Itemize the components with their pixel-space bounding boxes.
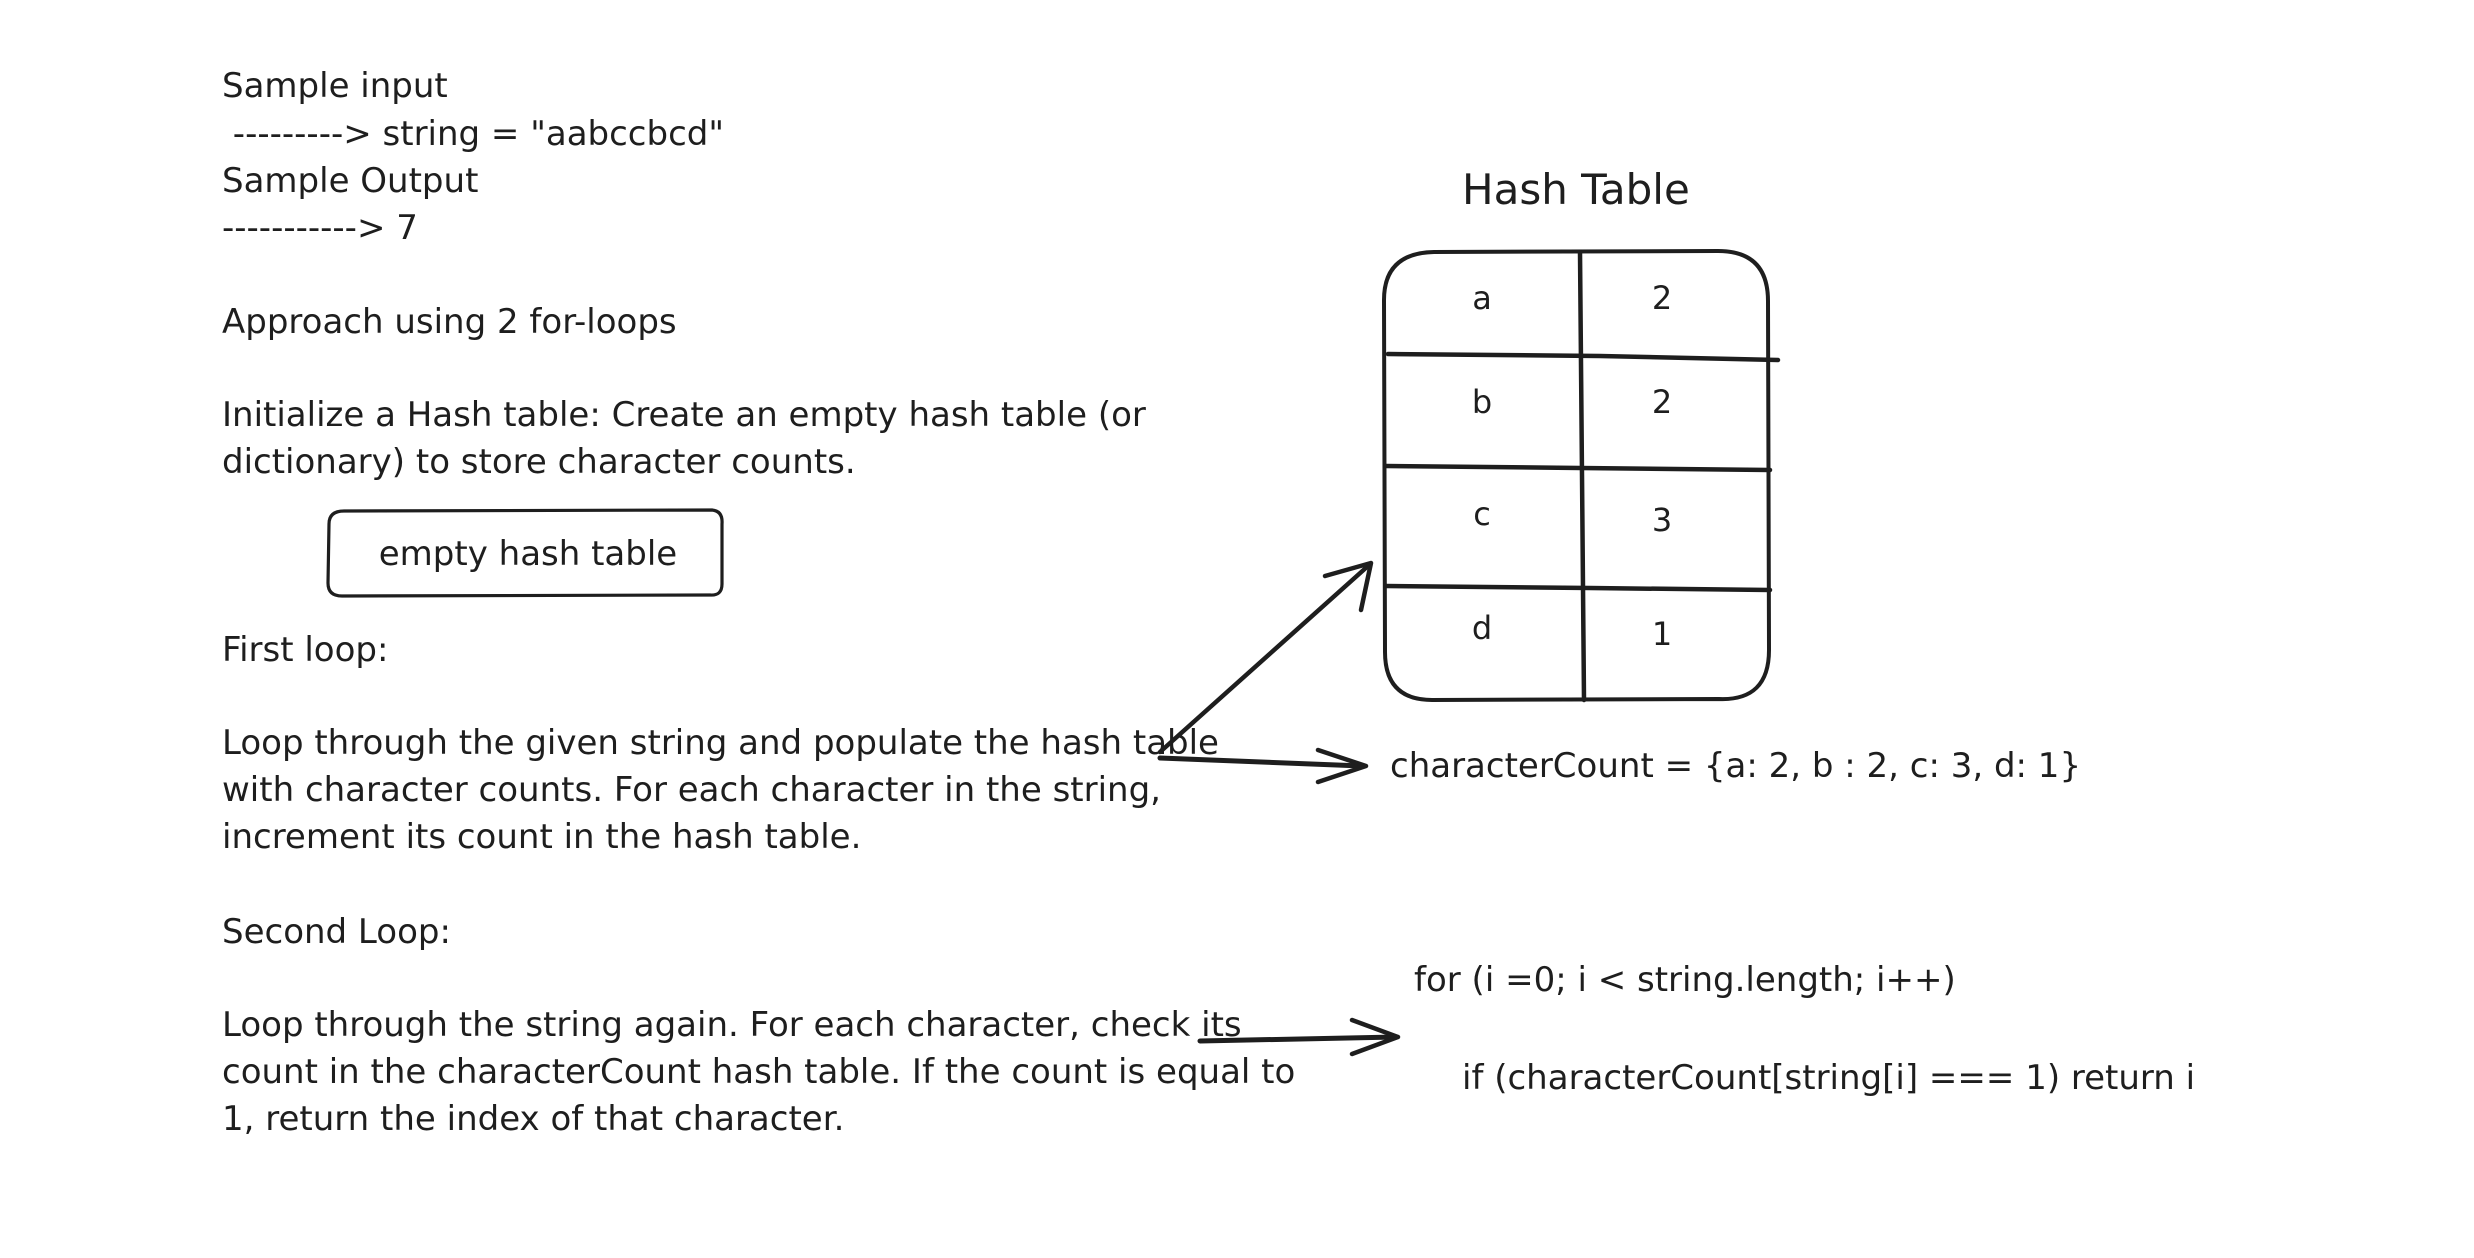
- sample-output-label: Sample Output: [222, 161, 479, 201]
- hash-table-row-divider-2: [1383, 463, 1773, 473]
- arrow-to-code-head: [1349, 1017, 1401, 1057]
- second-loop-heading: Second Loop:: [222, 912, 451, 952]
- first-loop-heading: First loop:: [222, 630, 389, 670]
- empty-hash-table-box: [326, 508, 724, 598]
- approach-heading: Approach using 2 for-loops: [222, 302, 677, 342]
- second-loop-text: Loop through the string again. For each …: [222, 1005, 1296, 1139]
- hash-value-d: 1: [1651, 615, 1673, 653]
- arrow-to-hash-table-head: [1322, 560, 1374, 613]
- hash-key-c: c: [1473, 495, 1491, 533]
- first-loop-text: Loop through the given string and popula…: [222, 723, 1219, 857]
- sample-output-value: -----------> 7: [222, 208, 418, 248]
- code-for-loop-line: for (i =0; i < string.length; i++): [1414, 960, 1956, 1000]
- sample-input-value: ---------> string = "aabccbcd": [222, 114, 724, 154]
- character-count-object: characterCount = {a: 2, b : 2, c: 3, d: …: [1390, 746, 2082, 786]
- empty-hash-table-label: empty hash table: [378, 534, 678, 574]
- arrow-to-code: [1197, 1034, 1399, 1044]
- hash-key-a: a: [1472, 279, 1492, 317]
- code-if-line: if (characterCount[string[i] === 1) retu…: [1462, 1058, 2196, 1098]
- init-hash-table-text: Initialize a Hash table: Create an empty…: [222, 395, 1146, 482]
- hash-key-b: b: [1471, 383, 1493, 421]
- arrow-to-character-count: [1157, 755, 1365, 769]
- hash-table-title: Hash Table: [1462, 165, 1690, 214]
- hash-value-b: 2: [1651, 383, 1673, 421]
- hash-table-row-divider-3: [1383, 583, 1773, 593]
- arrow-to-hash-table: [1157, 563, 1371, 755]
- hash-table-row-divider-1: [1385, 351, 1781, 363]
- hash-key-d: d: [1471, 609, 1493, 647]
- hash-table-column-divider: [1577, 249, 1587, 703]
- sample-input-label: Sample input: [222, 66, 448, 106]
- arrow-to-character-count-head: [1315, 747, 1369, 785]
- hash-value-a: 2: [1651, 279, 1673, 317]
- hash-value-c: 3: [1651, 501, 1673, 539]
- hash-table-outline: [1382, 249, 1771, 702]
